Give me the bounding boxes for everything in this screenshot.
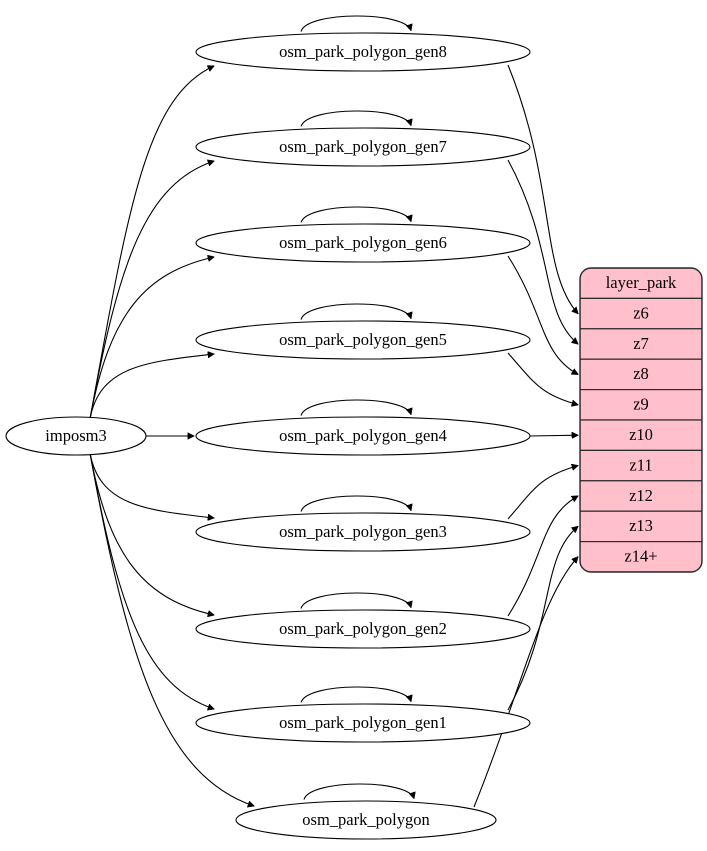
self-loop-osm_park_polygon_gen6: [300, 206, 411, 223]
node-osm_park_polygon_gen2[interactable]: [195, 609, 531, 649]
table-row-label-z8: z8: [633, 364, 649, 383]
node-osm_park_polygon_gen4[interactable]: [195, 416, 531, 456]
node-osm_park_polygon_gen6[interactable]: [195, 223, 531, 263]
table-row-label-z6: z6: [633, 303, 649, 322]
self-loop-osm_park_polygon_gen7: [300, 110, 411, 127]
edge-osm_park_polygon-to-z14+: [473, 557, 578, 808]
edge-imposm3-to-osm_park_polygon_gen8: [89, 66, 214, 420]
table-row-z12[interactable]: [580, 480, 702, 512]
node-osm_park_polygon_gen3-label: osm_park_polygon_gen3: [279, 522, 447, 541]
table-row-label-z13: z13: [629, 516, 653, 535]
table-row-z14+[interactable]: [580, 540, 702, 572]
edge-imposm3-to-osm_park_polygon_gen6: [89, 257, 214, 420]
edge-osm_park_polygon_gen7-to-z7: [507, 159, 578, 344]
table-row-label-z9: z9: [633, 395, 649, 414]
node-osm_park_polygon_gen8[interactable]: [195, 32, 531, 72]
node-osm_park_polygon_gen2-label: osm_park_polygon_gen2: [279, 619, 447, 638]
edge-osm_park_polygon_gen2-to-z12: [507, 496, 578, 617]
edge-osm_park_polygon_gen8-to-z6: [507, 64, 578, 314]
ellipse-nodes: imposm3 osm_park_polygon_gen8 osm_park_pol…: [5, 32, 531, 840]
node-osm_park_polygon_gen1[interactable]: [195, 703, 531, 743]
self-loop-osm_park_polygon_gen2: [300, 592, 411, 609]
edge-imposm3-to-osm_park_polygon_gen3: [89, 452, 214, 518]
node-osm_park_polygon_gen5-label: osm_park_polygon_gen5: [279, 330, 447, 349]
edge-osm_park_polygon_gen1-to-z13: [507, 526, 578, 711]
node-osm_park_polygon_gen4-label: osm_park_polygon_gen4: [279, 426, 447, 445]
edge-imposm3-to-osm_park_polygon_gen7: [89, 161, 214, 420]
table-row-z7[interactable]: [580, 328, 702, 360]
self-loop-osm_park_polygon: [303, 783, 414, 800]
node-osm_park_polygon[interactable]: [235, 800, 497, 840]
table-row-z10[interactable]: [580, 419, 702, 451]
node-osm_park_polygon-label: osm_park_polygon: [302, 810, 429, 829]
table-row-label-z10: z10: [629, 425, 653, 444]
node-imposm3-label: imposm3: [45, 426, 106, 445]
layer-park-table: layer_park z6 z7 z8 z9 z10 z11 z12 z13 z14+: [579, 267, 703, 573]
table-row-label-z7: z7: [633, 334, 649, 353]
self-loop-edges: [300, 15, 414, 800]
node-osm_park_polygon_gen6-label: osm_park_polygon_gen6: [279, 233, 447, 252]
edge-osm_park_polygon_gen5-to-z9: [507, 352, 578, 405]
node-osm_park_polygon_gen7[interactable]: [195, 127, 531, 167]
node-osm_park_polygon_gen8-label: osm_park_polygon_gen8: [279, 42, 447, 61]
edges-from-imposm3: [89, 66, 254, 806]
self-loop-osm_park_polygon_gen3: [300, 495, 411, 512]
self-loop-osm_park_polygon_gen4: [300, 399, 411, 416]
edge-imposm3-to-osm_park_polygon_gen1: [89, 452, 214, 709]
edge-imposm3-to-osm_park_polygon_gen5: [89, 354, 214, 420]
edge-osm_park_polygon_gen3-to-z11: [507, 466, 578, 520]
table-row-z13[interactable]: [580, 510, 702, 543]
table-row-z11[interactable]: [580, 449, 702, 482]
table-row-label-z11: z11: [629, 455, 652, 474]
edge-imposm3-to-osm_park_polygon_gen2: [89, 452, 214, 615]
self-loop-osm_park_polygon_gen8: [300, 15, 411, 32]
edges-to-layer-park: [473, 64, 578, 808]
self-loop-osm_park_polygon_gen5: [300, 303, 411, 320]
table-header-label: layer_park: [606, 273, 677, 292]
table-outline: [579, 267, 703, 573]
table-row-label-z12: z12: [629, 486, 653, 505]
table-row-label-z14+: z14+: [624, 547, 657, 566]
node-osm_park_polygon_gen1-label: osm_park_polygon_gen1: [279, 713, 447, 732]
table-row-z9[interactable]: [580, 389, 702, 421]
node-osm_park_polygon_gen5[interactable]: [195, 320, 531, 360]
edge-imposm3-to-osm_park_polygon: [89, 452, 254, 806]
edge-osm_park_polygon_gen4-to-z10: [529, 435, 578, 436]
node-osm_park_polygon_gen3[interactable]: [195, 512, 531, 552]
edge-osm_park_polygon_gen6-to-z8: [507, 255, 578, 374]
node-imposm3[interactable]: [5, 416, 147, 456]
self-loop-osm_park_polygon_gen1: [300, 686, 411, 703]
node-osm_park_polygon_gen7-label: osm_park_polygon_gen7: [279, 137, 447, 156]
